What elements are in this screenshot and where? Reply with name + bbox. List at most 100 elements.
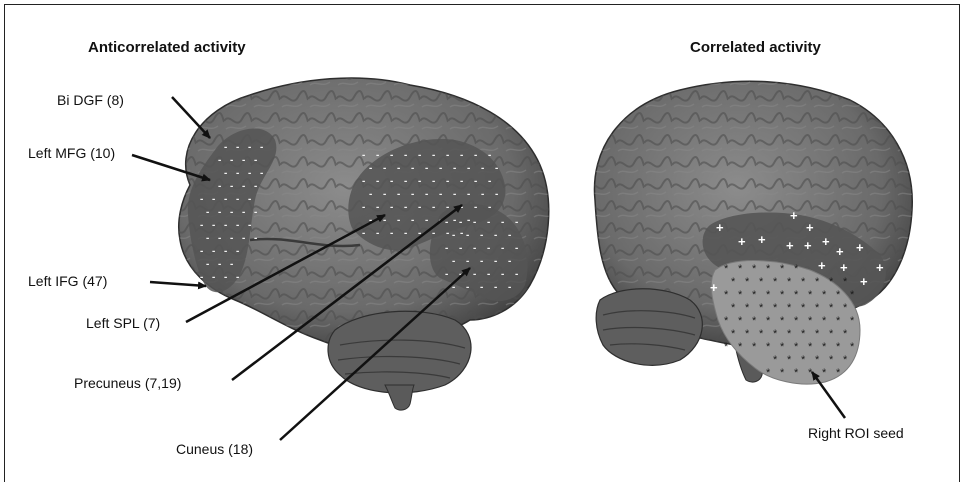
minus-marker: -: [453, 215, 456, 226]
minus-marker: -: [474, 176, 477, 187]
minus-marker: -: [452, 230, 455, 241]
minus-marker: -: [432, 228, 435, 239]
seed-marker: *: [731, 328, 736, 340]
minus-marker: -: [362, 202, 365, 213]
minus-marker: -: [230, 233, 233, 244]
seed-marker: *: [752, 341, 757, 353]
minus-marker: -: [495, 163, 498, 174]
arrow-left-ifg: [150, 282, 206, 286]
seed-marker: *: [815, 328, 820, 340]
seed-marker: *: [850, 315, 855, 327]
minus-marker: -: [260, 168, 263, 179]
plus-marker: +: [758, 232, 766, 247]
seed-marker: *: [850, 289, 855, 301]
minus-marker: -: [487, 243, 490, 254]
minus-marker: -: [481, 189, 484, 200]
minus-marker: -: [439, 189, 442, 200]
seed-marker: *: [738, 263, 743, 275]
right-panel-title: Correlated activity: [690, 39, 822, 56]
minus-marker: -: [230, 207, 233, 218]
minus-marker: -: [494, 282, 497, 293]
seed-marker: *: [738, 341, 743, 353]
minus-marker: -: [446, 202, 449, 213]
seed-marker: *: [843, 276, 848, 288]
minus-marker: -: [481, 163, 484, 174]
minus-marker: -: [445, 269, 448, 280]
minus-marker: -: [488, 176, 491, 187]
minus-marker: -: [508, 230, 511, 241]
minus-marker: -: [218, 259, 221, 270]
minus-marker: -: [362, 150, 365, 161]
minus-marker: -: [362, 176, 365, 187]
seed-marker: *: [787, 302, 792, 314]
minus-marker: -: [397, 215, 400, 226]
plus-marker: +: [806, 220, 814, 235]
minus-marker: -: [236, 246, 239, 257]
minus-marker: -: [230, 155, 233, 166]
minus-marker: -: [474, 202, 477, 213]
minus-marker: -: [515, 217, 518, 228]
minus-marker: -: [376, 202, 379, 213]
minus-marker: -: [200, 272, 203, 283]
label-left-ifg: Left IFG (47): [28, 273, 107, 289]
seed-marker: *: [822, 315, 827, 327]
minus-marker: -: [432, 202, 435, 213]
minus-marker: -: [254, 233, 257, 244]
seed-marker: *: [766, 367, 771, 379]
plus-marker: +: [822, 234, 830, 249]
minus-marker: -: [515, 269, 518, 280]
left-cerebellum: [328, 311, 471, 393]
minus-marker: -: [466, 256, 469, 267]
minus-marker: -: [369, 163, 372, 174]
seed-marker: *: [759, 328, 764, 340]
minus-marker: -: [446, 176, 449, 187]
seed-marker: *: [787, 276, 792, 288]
seed-marker: *: [801, 276, 806, 288]
seed-marker: *: [836, 367, 841, 379]
seed-marker: *: [829, 276, 834, 288]
minus-marker: -: [224, 246, 227, 257]
minus-marker: -: [453, 163, 456, 174]
minus-marker: -: [501, 217, 504, 228]
plus-marker: +: [856, 240, 864, 255]
seed-marker: *: [745, 328, 750, 340]
minus-marker: -: [230, 181, 233, 192]
minus-marker: -: [418, 150, 421, 161]
minus-marker: -: [242, 207, 245, 218]
seed-marker: *: [808, 341, 813, 353]
seed-marker: *: [773, 328, 778, 340]
seed-marker: *: [759, 302, 764, 314]
left-panel-title: Anticorrelated activity: [88, 39, 246, 56]
minus-marker: -: [362, 228, 365, 239]
right-cerebellum: [596, 289, 702, 366]
seed-marker: *: [836, 341, 841, 353]
seed-marker: *: [822, 341, 827, 353]
minus-marker: -: [242, 233, 245, 244]
minus-marker: -: [467, 163, 470, 174]
minus-marker: -: [411, 215, 414, 226]
label-cuneus: Cuneus (18): [176, 441, 253, 457]
minus-marker: -: [236, 220, 239, 231]
minus-marker: -: [390, 202, 393, 213]
minus-marker: -: [230, 259, 233, 270]
left-brainstem: [385, 385, 414, 410]
seed-marker: *: [787, 328, 792, 340]
minus-marker: -: [488, 150, 491, 161]
plus-marker: +: [836, 244, 844, 259]
minus-marker: -: [404, 228, 407, 239]
minus-marker: -: [254, 207, 257, 218]
seed-marker: *: [780, 341, 785, 353]
minus-marker: -: [224, 272, 227, 283]
minus-marker: -: [411, 163, 414, 174]
seed-marker: *: [780, 315, 785, 327]
minus-marker: -: [383, 163, 386, 174]
minus-marker: -: [383, 189, 386, 200]
minus-marker: -: [404, 150, 407, 161]
seed-marker: *: [766, 341, 771, 353]
minus-marker: -: [459, 243, 462, 254]
minus-marker: -: [425, 163, 428, 174]
minus-marker: -: [376, 176, 379, 187]
minus-marker: -: [218, 155, 221, 166]
minus-marker: -: [254, 181, 257, 192]
